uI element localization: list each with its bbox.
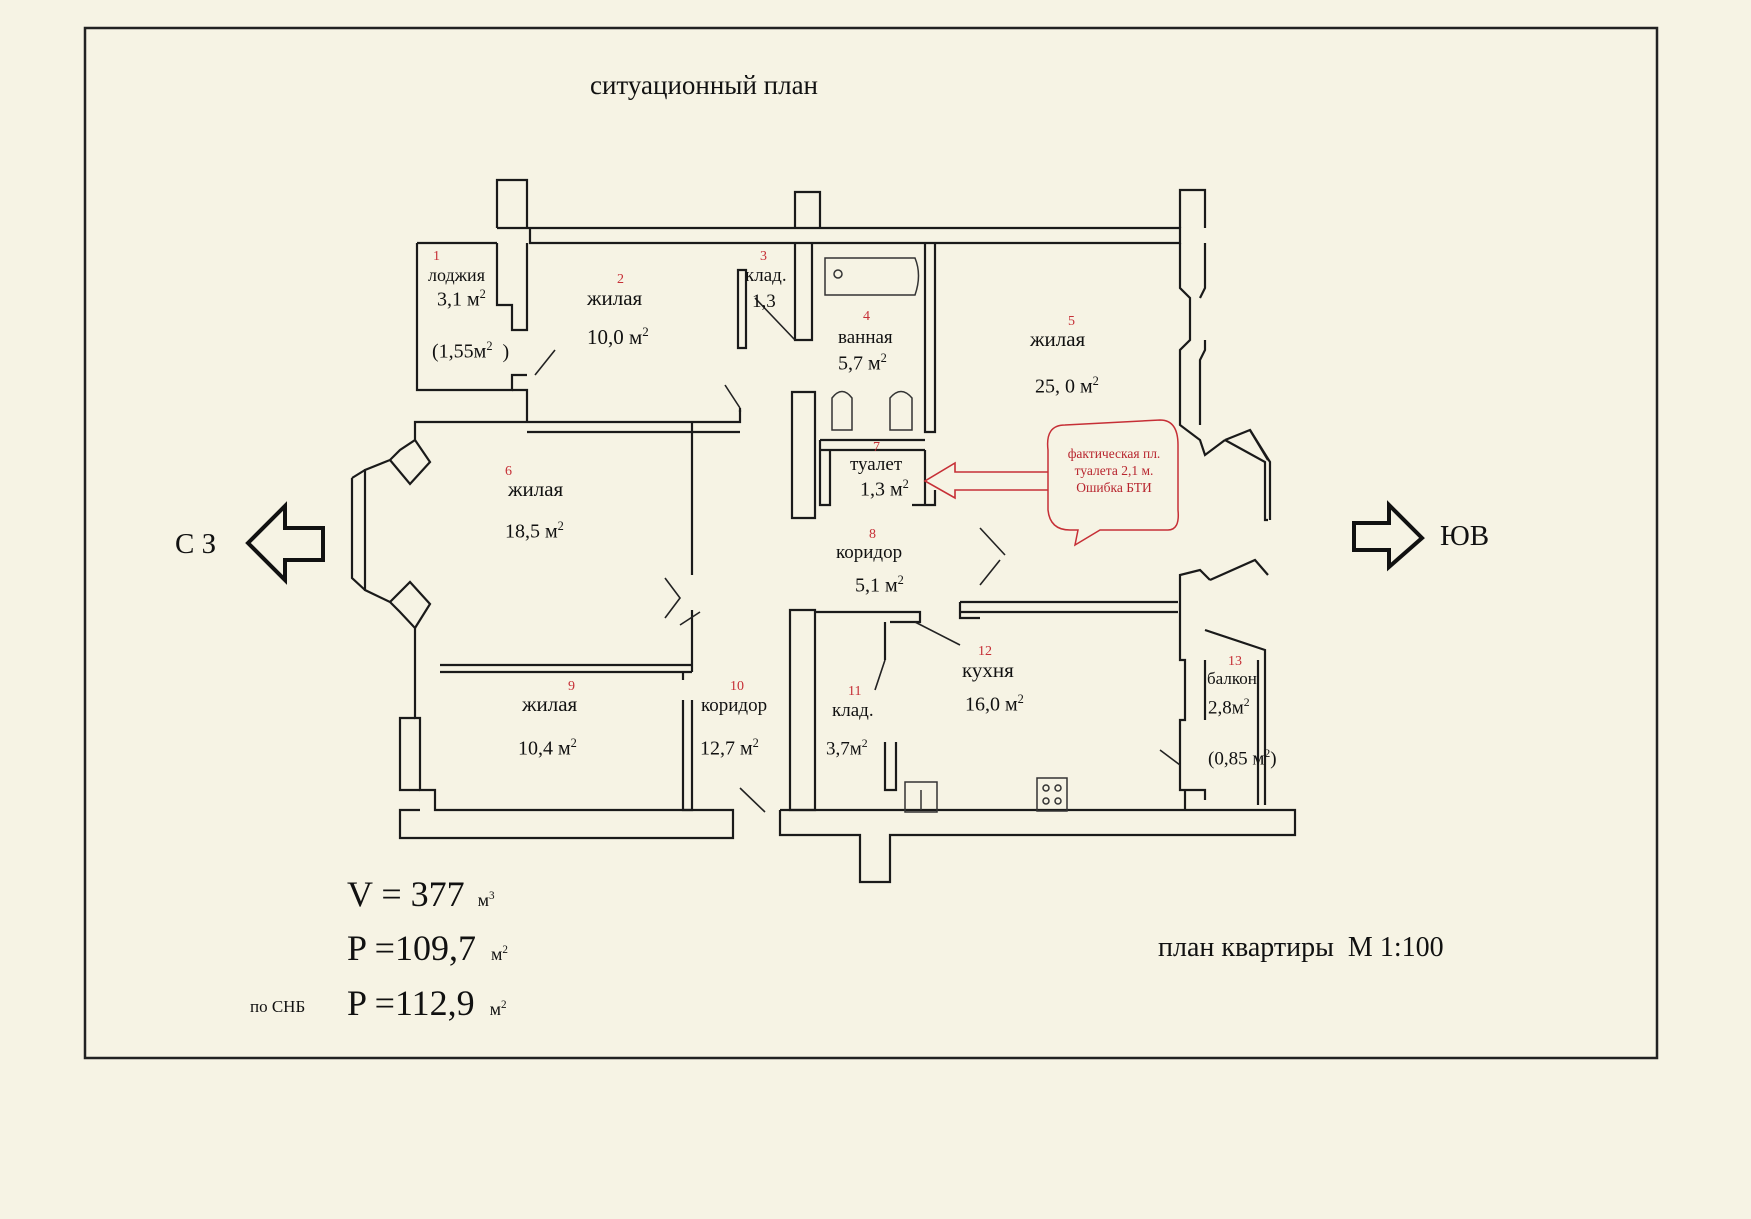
page-title: ситуационный план: [590, 70, 818, 100]
room-5-name: жилая: [1030, 327, 1086, 351]
snb-area-stat: P =112,9 м2: [347, 983, 507, 1023]
room-4-number: 4: [863, 309, 870, 324]
room-2-name: жилая: [587, 286, 643, 310]
room-7-area: 1,3 м2: [860, 477, 909, 501]
room-11-number: 11: [848, 684, 862, 699]
room-13-name: балкон: [1207, 669, 1257, 688]
stove: [1036, 777, 1068, 812]
room-8-number: 8: [869, 527, 876, 542]
room-5-area: 25, 0 м2: [1035, 374, 1099, 398]
room-13-number: 13: [1228, 654, 1242, 669]
room-12-area: 16,0 м2: [965, 692, 1024, 716]
room-12-name: кухня: [962, 658, 1014, 682]
direction-northwest-label: С З: [175, 528, 217, 560]
callout-line-1: фактическая пл.: [1067, 446, 1161, 461]
door-swings: [534, 297, 1181, 813]
direction-southeast-label: ЮВ: [1440, 520, 1490, 552]
room-2-area: 10,0 м2: [587, 324, 649, 349]
volume-stat: V = 377 м3: [347, 874, 495, 914]
room-7-number: 7: [873, 440, 880, 455]
toilet-bowl-2: [889, 390, 913, 431]
room-1-area: 3,1 м2: [437, 287, 486, 311]
room-6-number: 6: [505, 464, 512, 479]
room-3-name: клад.: [745, 265, 787, 286]
room-11-area: 3,7м2: [826, 737, 868, 760]
room-1-number: 1: [433, 249, 440, 264]
room-10-area: 12,7 м2: [700, 736, 759, 760]
room-9-area: 10,4 м2: [518, 736, 577, 760]
room-3-number: 3: [760, 249, 767, 264]
room-1-name: лоджия: [428, 265, 485, 285]
room-11-name: клад.: [832, 700, 874, 721]
bathtub: [824, 257, 920, 296]
kitchen-vent: [904, 781, 938, 813]
callout-note: фактическая пл. туалета 2,1 м. Ошибка БТ…: [1052, 445, 1176, 496]
room-6-area: 18,5 м2: [505, 519, 564, 543]
callout-pointer-arrow: [923, 461, 1048, 500]
arrow-right-icon: [1352, 500, 1425, 572]
room-13-actual-area: (0,85 м2): [1208, 747, 1277, 770]
room-5-number: 5: [1068, 314, 1075, 329]
room-3-area: 1,3: [752, 291, 776, 312]
room-9-name: жилая: [522, 692, 578, 716]
room-8-area: 5,1 м2: [855, 573, 904, 597]
snb-prefix-label: по СНБ: [250, 997, 306, 1016]
room-7-name: туалет: [850, 454, 903, 475]
room-1-actual-area: (1,55м2): [432, 339, 510, 363]
room-10-name: коридор: [701, 695, 768, 716]
room-2-number: 2: [617, 272, 624, 287]
walls: [350, 178, 1297, 884]
toilet-bowl-1: [831, 390, 853, 431]
room-8-name: коридор: [836, 542, 903, 563]
callout-line-2: туалета 2,1 м.: [1074, 463, 1154, 478]
fixtures: [824, 257, 1068, 813]
total-area-stat: P =109,7 м2: [347, 928, 508, 968]
room-12-number: 12: [978, 644, 992, 659]
arrow-left-icon: [245, 501, 325, 585]
room-13-area: 2,8м2: [1208, 696, 1250, 719]
room-10-number: 10: [730, 679, 744, 694]
page-frame: [83, 26, 1659, 1060]
room-6-name: жилая: [508, 477, 564, 501]
room-4-area: 5,7 м2: [838, 351, 887, 375]
plan-scale-label: план квартиры М 1:100: [1158, 932, 1444, 963]
callout-bubble: [1046, 419, 1180, 547]
room-9-number: 9: [568, 679, 575, 694]
room-4-name: ванная: [838, 327, 893, 348]
callout-line-3: Ошибка БТИ: [1076, 480, 1152, 495]
